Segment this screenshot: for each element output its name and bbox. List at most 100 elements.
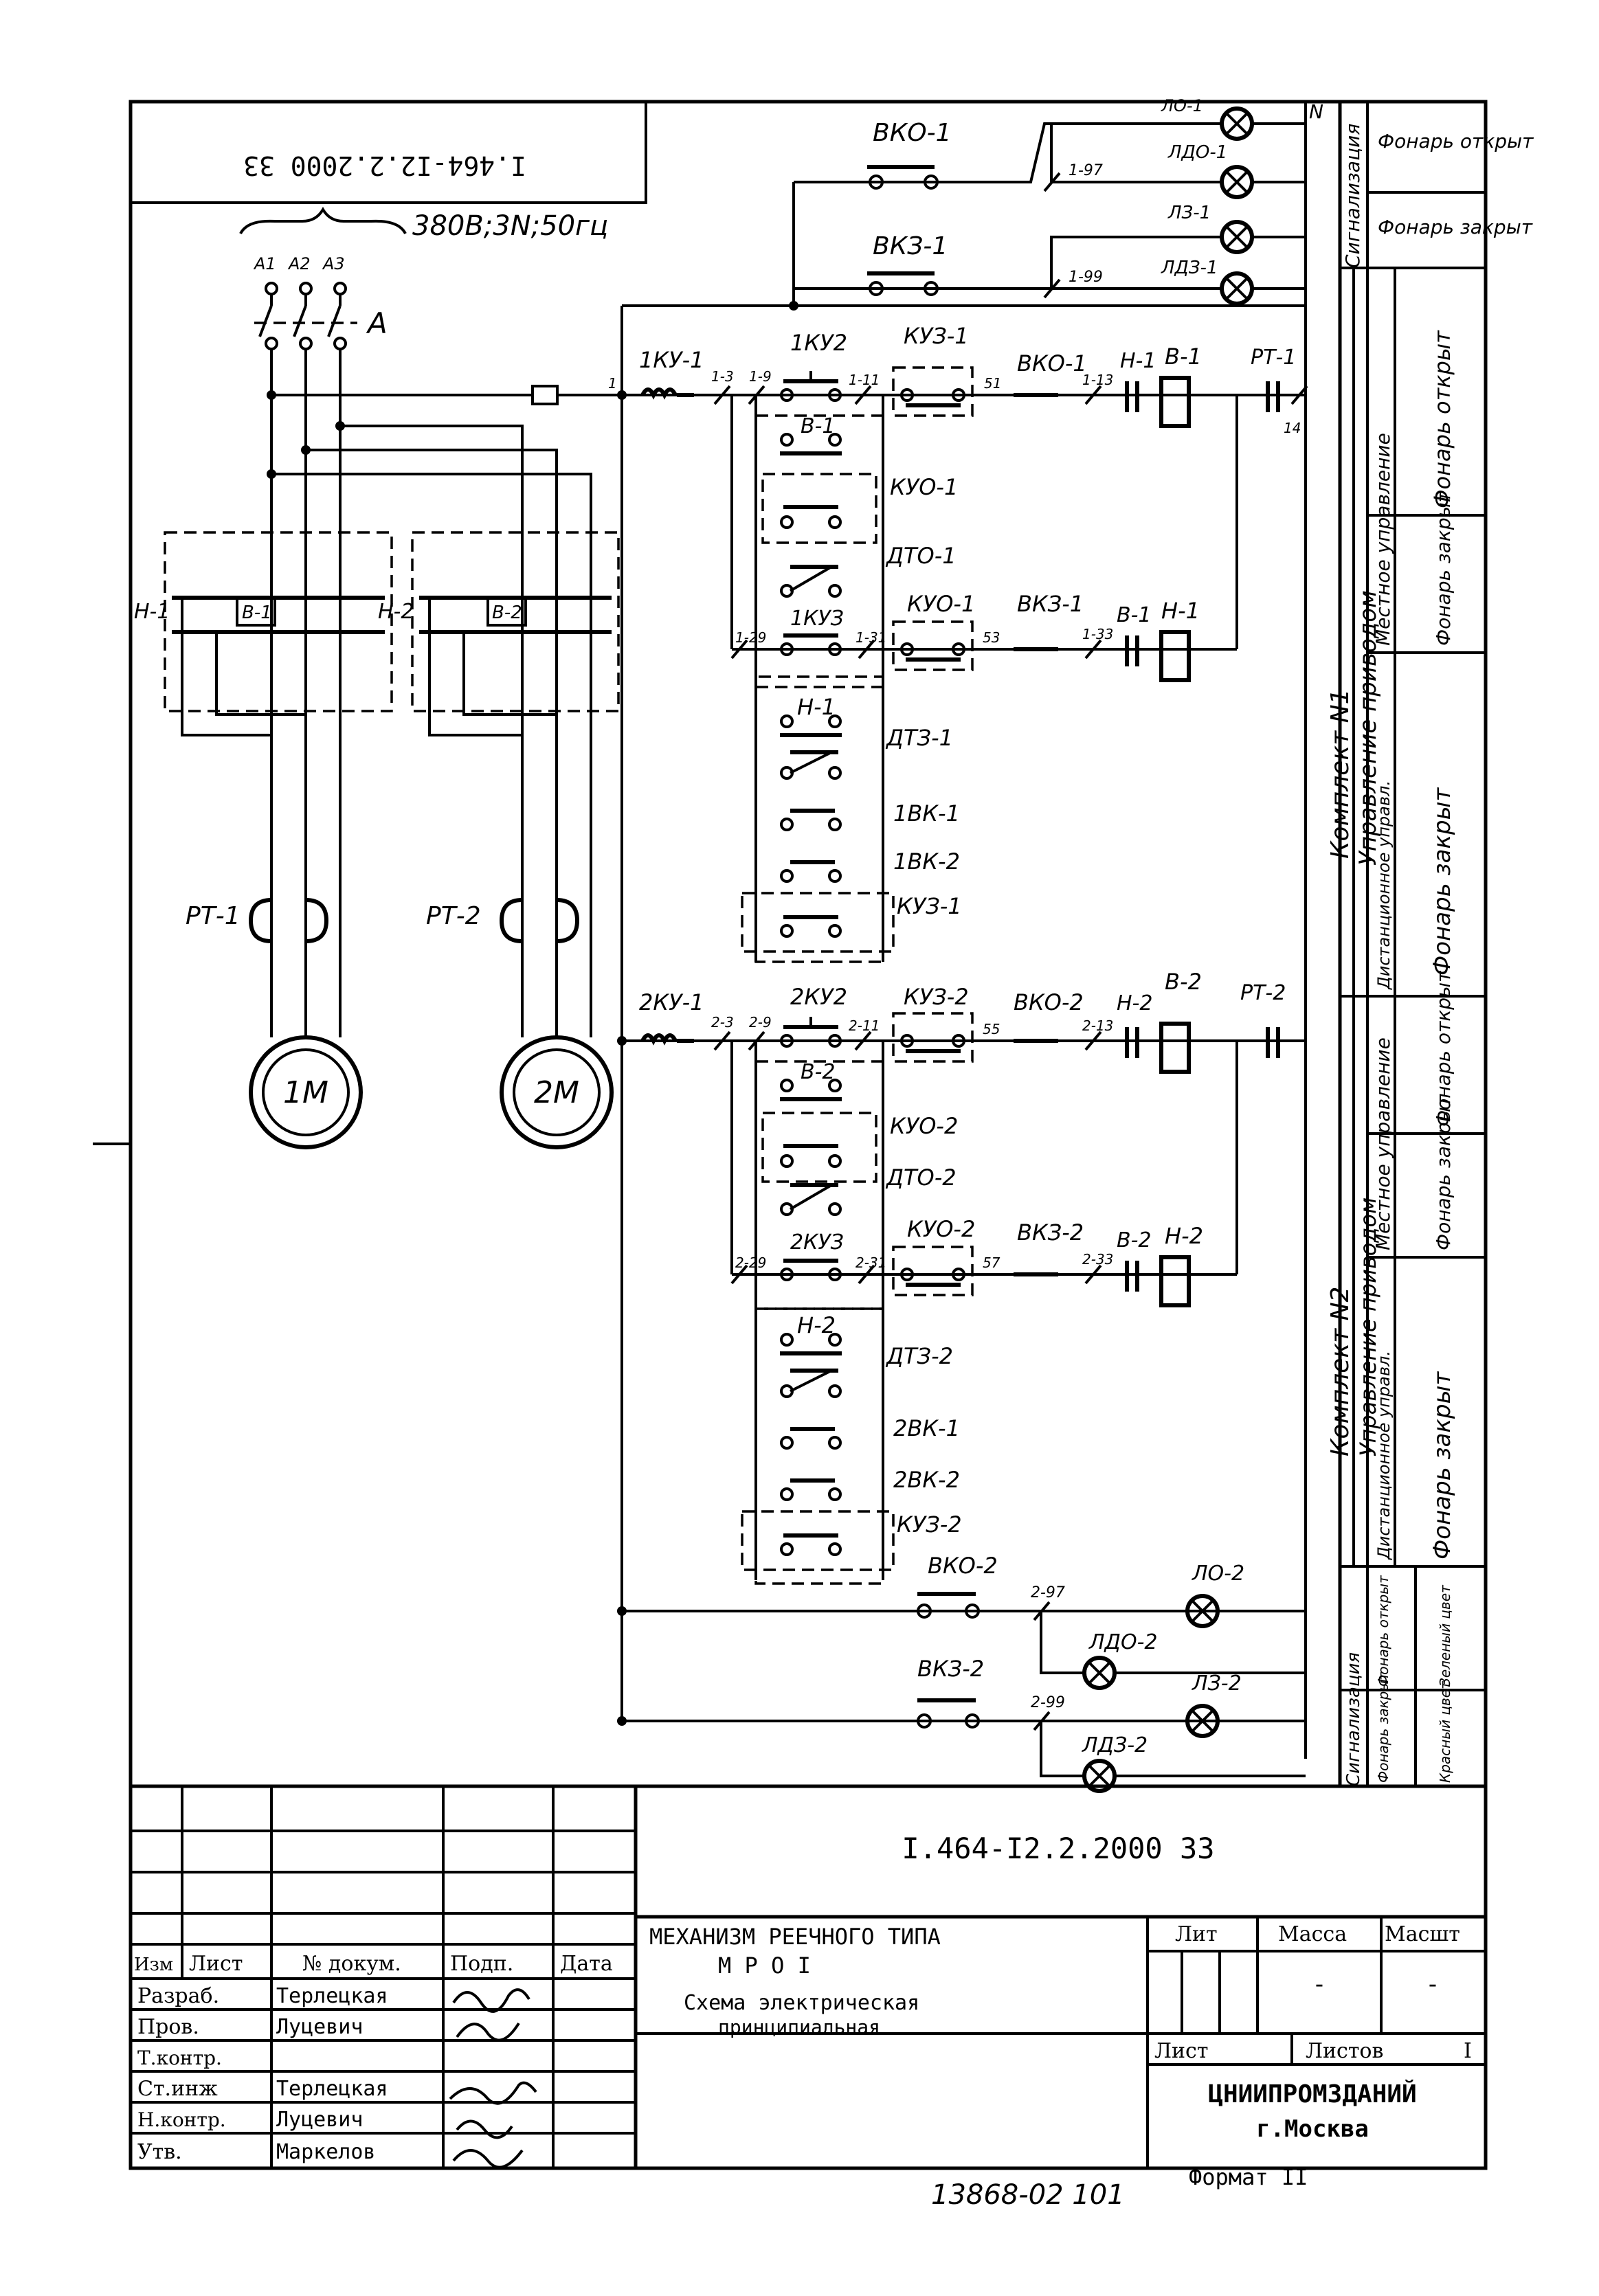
c2-wire-2-11: 2-11 xyxy=(849,1017,880,1034)
legend-remote2: Дистанционное управл. xyxy=(1374,1351,1394,1560)
rev-col-date: Дата xyxy=(560,1952,613,1976)
c1-label-1kuz: 1КУЗ xyxy=(790,607,844,631)
motor-label-2: 2М xyxy=(534,1075,579,1110)
supply-label: 380В;3N;50гц xyxy=(412,210,608,242)
c2-button-kuz2-b: КУЗ-2 xyxy=(741,1510,962,1571)
switch-label-vko1: ВКО-1 xyxy=(873,119,952,147)
c2-label-n2-hold: Н-2 xyxy=(797,1312,836,1338)
lamp-ldz1: ЛДЗ-1 xyxy=(1161,258,1254,306)
c2-label-kuo2: КУО-2 xyxy=(890,1113,958,1139)
signal-top: ВКО-1 ВКЗ-1 1-97 1-99 ЛО-1 ЛДО-1 ЛЗ-1 xyxy=(789,96,1306,311)
wire-label-1-99: 1-99 xyxy=(1069,269,1103,286)
wire-label-2-97: 2-97 xyxy=(1031,1584,1065,1601)
wire-label-2-99: 2-99 xyxy=(1031,1694,1065,1711)
signatures xyxy=(449,1988,537,2169)
legend-drive1: Управление приводом xyxy=(1354,590,1382,866)
c1-label-n1-coil: Н-1 xyxy=(1161,598,1200,624)
legend-remote1: Дистанционное управл. xyxy=(1374,780,1394,990)
lamp-label-ldo2: ЛДО-2 xyxy=(1088,1630,1158,1654)
switch-label-vkz1: ВКЗ-1 xyxy=(873,232,948,260)
c1-wire-1-33: 1-33 xyxy=(1082,626,1113,642)
contactor-block-2: Н-2 В-2 xyxy=(378,531,620,736)
rev-col-doc: № докум. xyxy=(302,1952,401,1976)
c1-label-dto1: ДТО-1 xyxy=(885,543,957,569)
legend-closed1a: Фонарь закрыт xyxy=(1432,491,1455,646)
c1-limit-dto1: ДТО-1 xyxy=(780,543,957,598)
rev-col-izm: Изм xyxy=(134,1955,173,1975)
lamp-lo1: ЛО-1 xyxy=(1161,96,1254,141)
c1-label-dtz1: ДТЗ-1 xyxy=(885,725,953,751)
c1-wire-1-31: 1-31 xyxy=(856,629,886,646)
legend-kit1: Комплект N1 xyxy=(1326,689,1354,859)
c2-button-2ku2: 2КУ2 xyxy=(780,984,847,1048)
legend-open1: Фонарь открыт xyxy=(1429,330,1455,508)
c1-label-v1-hold: В-1 xyxy=(801,414,836,438)
c2-label-v2-int: В-2 xyxy=(1117,1228,1152,1252)
c2-wire-57: 57 xyxy=(983,1254,1000,1271)
lamp-label-lz2: ЛЗ-2 xyxy=(1192,1672,1242,1696)
switch-label-vko2: ВКО-2 xyxy=(928,1553,998,1579)
c2-label-2vk2: 2ВК-2 xyxy=(893,1467,960,1493)
role-utv: Утв. xyxy=(137,2140,182,2164)
c1-wire-1-9: 1-9 xyxy=(749,368,772,385)
supply: 380В;3N;50гц A1 A2 A3 A xyxy=(239,207,608,340)
rev-col-list: Лист xyxy=(189,1952,243,1976)
c1-relay-rt1: РТ-1 14 xyxy=(1251,346,1301,436)
c2-button-2kuz: 2КУЗ xyxy=(780,1230,844,1281)
c2-label-2ku1: 2КУ-1 xyxy=(639,989,704,1015)
lamp-lz2: ЛЗ-2 xyxy=(1185,1672,1242,1738)
c1-label-1ku2: 1КУ2 xyxy=(790,330,847,356)
c2-label-kuz2: КУЗ-2 xyxy=(904,984,969,1010)
switch-label-vkz2: ВКЗ-2 xyxy=(917,1656,984,1682)
c2-button-kuo2: КУО-2 xyxy=(761,1112,958,1183)
c1-button-kuo1: КУО-1 xyxy=(761,473,958,544)
c2-wire-2-3: 2-3 xyxy=(711,1014,734,1031)
mirrored-doc-code: I.464-I2.2.2000 33 xyxy=(243,150,526,181)
legend-closed2a: Фонарь закрыт xyxy=(1432,1095,1455,1250)
wire-label-1-97: 1-97 xyxy=(1069,162,1103,179)
c1-label-1vk1: 1ВК-1 xyxy=(893,800,960,826)
label-sheet: Лист xyxy=(1154,2039,1208,2063)
legend-local2: Местное управление xyxy=(1372,1037,1394,1250)
contactor-label-n1: Н-1 xyxy=(134,600,170,624)
legend-open2: Фонарь открыт xyxy=(1432,971,1455,1127)
legend-color-red: Красный цвет xyxy=(1437,1680,1453,1783)
thermal-relay-2: РТ-2 xyxy=(426,898,580,943)
name-stinzh: Терлецкая xyxy=(276,2077,388,2101)
c1-limit-dtz1: ДТЗ-1 xyxy=(780,725,953,780)
c2-label-2kuz: 2КУЗ xyxy=(790,1230,844,1254)
role-prov: Пров. xyxy=(137,2015,199,2039)
control-circuit-1: 1 1КУ-1 1-3 1-9 1КУ2 1-11 КУЗ-1 51 ВКО-1 xyxy=(608,323,1308,963)
lamp-lz1: ЛЗ-1 xyxy=(1167,203,1254,254)
c1-limit-1vk1: 1ВК-1 xyxy=(780,800,960,831)
c2-limit-2vk2: 2ВК-2 xyxy=(780,1467,960,1501)
name-nkontr: Луцевич xyxy=(276,2108,363,2132)
n-label: N xyxy=(1309,100,1323,123)
c2-label-v2-hold: В-2 xyxy=(801,1060,836,1084)
mirrored-doc-code-block: I.464-I2.2.2000 33 xyxy=(243,150,526,181)
legend-kit2: Комплект N2 xyxy=(1326,1287,1354,1456)
contactor-label-v1: В-1 xyxy=(242,603,272,623)
role-nkontr: Н.контр. xyxy=(137,2108,226,2131)
name-utv: Маркелов xyxy=(276,2140,376,2164)
thermal-relay-1: РТ-1 xyxy=(186,898,329,943)
legend-closed1b: Фонарь закрыт xyxy=(1429,787,1456,976)
label-scale: Масшт xyxy=(1385,1922,1460,1946)
legend-signal-bottom: Сигнализация xyxy=(1343,1652,1364,1786)
value-sheets: I xyxy=(1464,2039,1472,2063)
c2-wire-2-9: 2-9 xyxy=(749,1014,772,1031)
value-scale: - xyxy=(1429,1970,1437,1999)
c1-label-1vk2: 1ВК-2 xyxy=(893,848,960,875)
name-prov: Луцевич xyxy=(276,2015,363,2039)
c2-button-kuz2: КУЗ-2 xyxy=(892,984,974,1063)
c2-relay-rt2: РТ-2 xyxy=(1240,981,1286,1058)
role-razrab: Разраб. xyxy=(137,1984,219,2008)
sheet-format: Формат II xyxy=(1189,2164,1308,2190)
c2-label-vko2: ВКО-2 xyxy=(1014,989,1084,1015)
control-buses: N xyxy=(620,100,1323,1759)
c1-coil-n1: Н-1 xyxy=(1159,598,1200,682)
c2-label-kuo2-b: КУО-2 xyxy=(907,1216,975,1242)
contactor-label-v2: В-2 xyxy=(492,603,522,623)
c2-limit-vkz2: ВКЗ-2 xyxy=(1014,1219,1084,1276)
signal-bottom: ВКО-2 ВКЗ-2 2-97 2-99 ЛО-2 ЛДО-2 ЛЗ-2 ЛД… xyxy=(617,1553,1306,1793)
